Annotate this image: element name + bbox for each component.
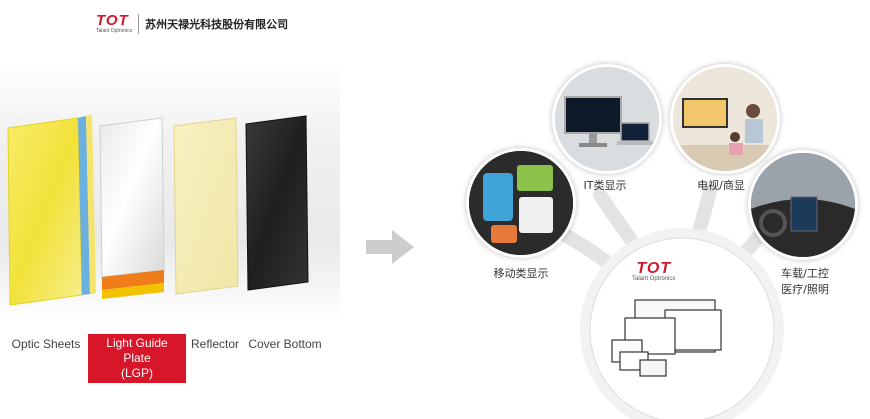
logo-subtitle: Talant Optronics [96,28,133,34]
app-thumb-it [552,64,662,174]
logo-text: TOT [96,12,129,29]
layer-label-text: Reflector [190,337,240,351]
layer-label-lgp: Light Guide Plate (LGP) [88,334,186,383]
layer-reflector [173,117,239,295]
company-logo: TOT Talant Optronics [96,12,133,34]
layer-label-text: Optic Sheets [11,337,81,351]
app-label-car: 车载/工控 医疗/照明 [760,266,850,298]
hub-logo-subtitle: Talant Optronics [632,276,676,282]
layer-label-cover-bottom: Cover Bottom [246,337,324,351]
layer-label-text: Cover Bottom [248,337,322,351]
application-diagram [558,183,784,419]
app-thumb-mobile [466,148,576,258]
layer-cover-bottom [245,115,309,291]
monitor-laptop-icon [555,67,659,171]
company-name: 苏州天禄光科技股份有限公司 [145,18,289,31]
app-label-line-2: 医疗/照明 [781,283,829,296]
layer-label-line-2: (LGP) [120,366,153,380]
logo-divider [138,14,140,34]
app-label-line: 电视/商显 [697,179,745,192]
app-label-it: IT类显示 [560,178,650,194]
car-dashboard-icon [751,153,855,257]
app-thumb-car [748,150,858,260]
right-arrow-icon [366,230,414,264]
app-label-mobile: 移动类显示 [478,266,564,282]
app-thumb-tv [670,64,780,174]
mobile-devices-icon [469,151,573,255]
app-label-line: IT类显示 [583,179,627,192]
hub-logo-text: TOT [636,260,672,277]
layer-label-optic-sheets: Optic Sheets [8,337,84,351]
layer-label-line-1: Light Guide Plate [106,336,168,365]
app-label-line-1: 车载/工控 [781,267,829,280]
app-label-line: 移动类显示 [493,267,549,280]
hub-logo: TOT Talant Optronics [632,260,676,283]
header: TOT Talant Optronics 苏州天禄光科技股份有限公司 [96,12,289,34]
app-label-tv: 电视/商显 [676,178,766,194]
layer-optic-sheets [7,115,96,306]
layer-light-guide-plate [99,117,165,299]
panel-products-icon [611,299,722,377]
layer-label-reflector: Reflector [187,337,243,351]
tv-living-room-icon [673,67,777,171]
backlight-layers-illustration [7,115,309,306]
